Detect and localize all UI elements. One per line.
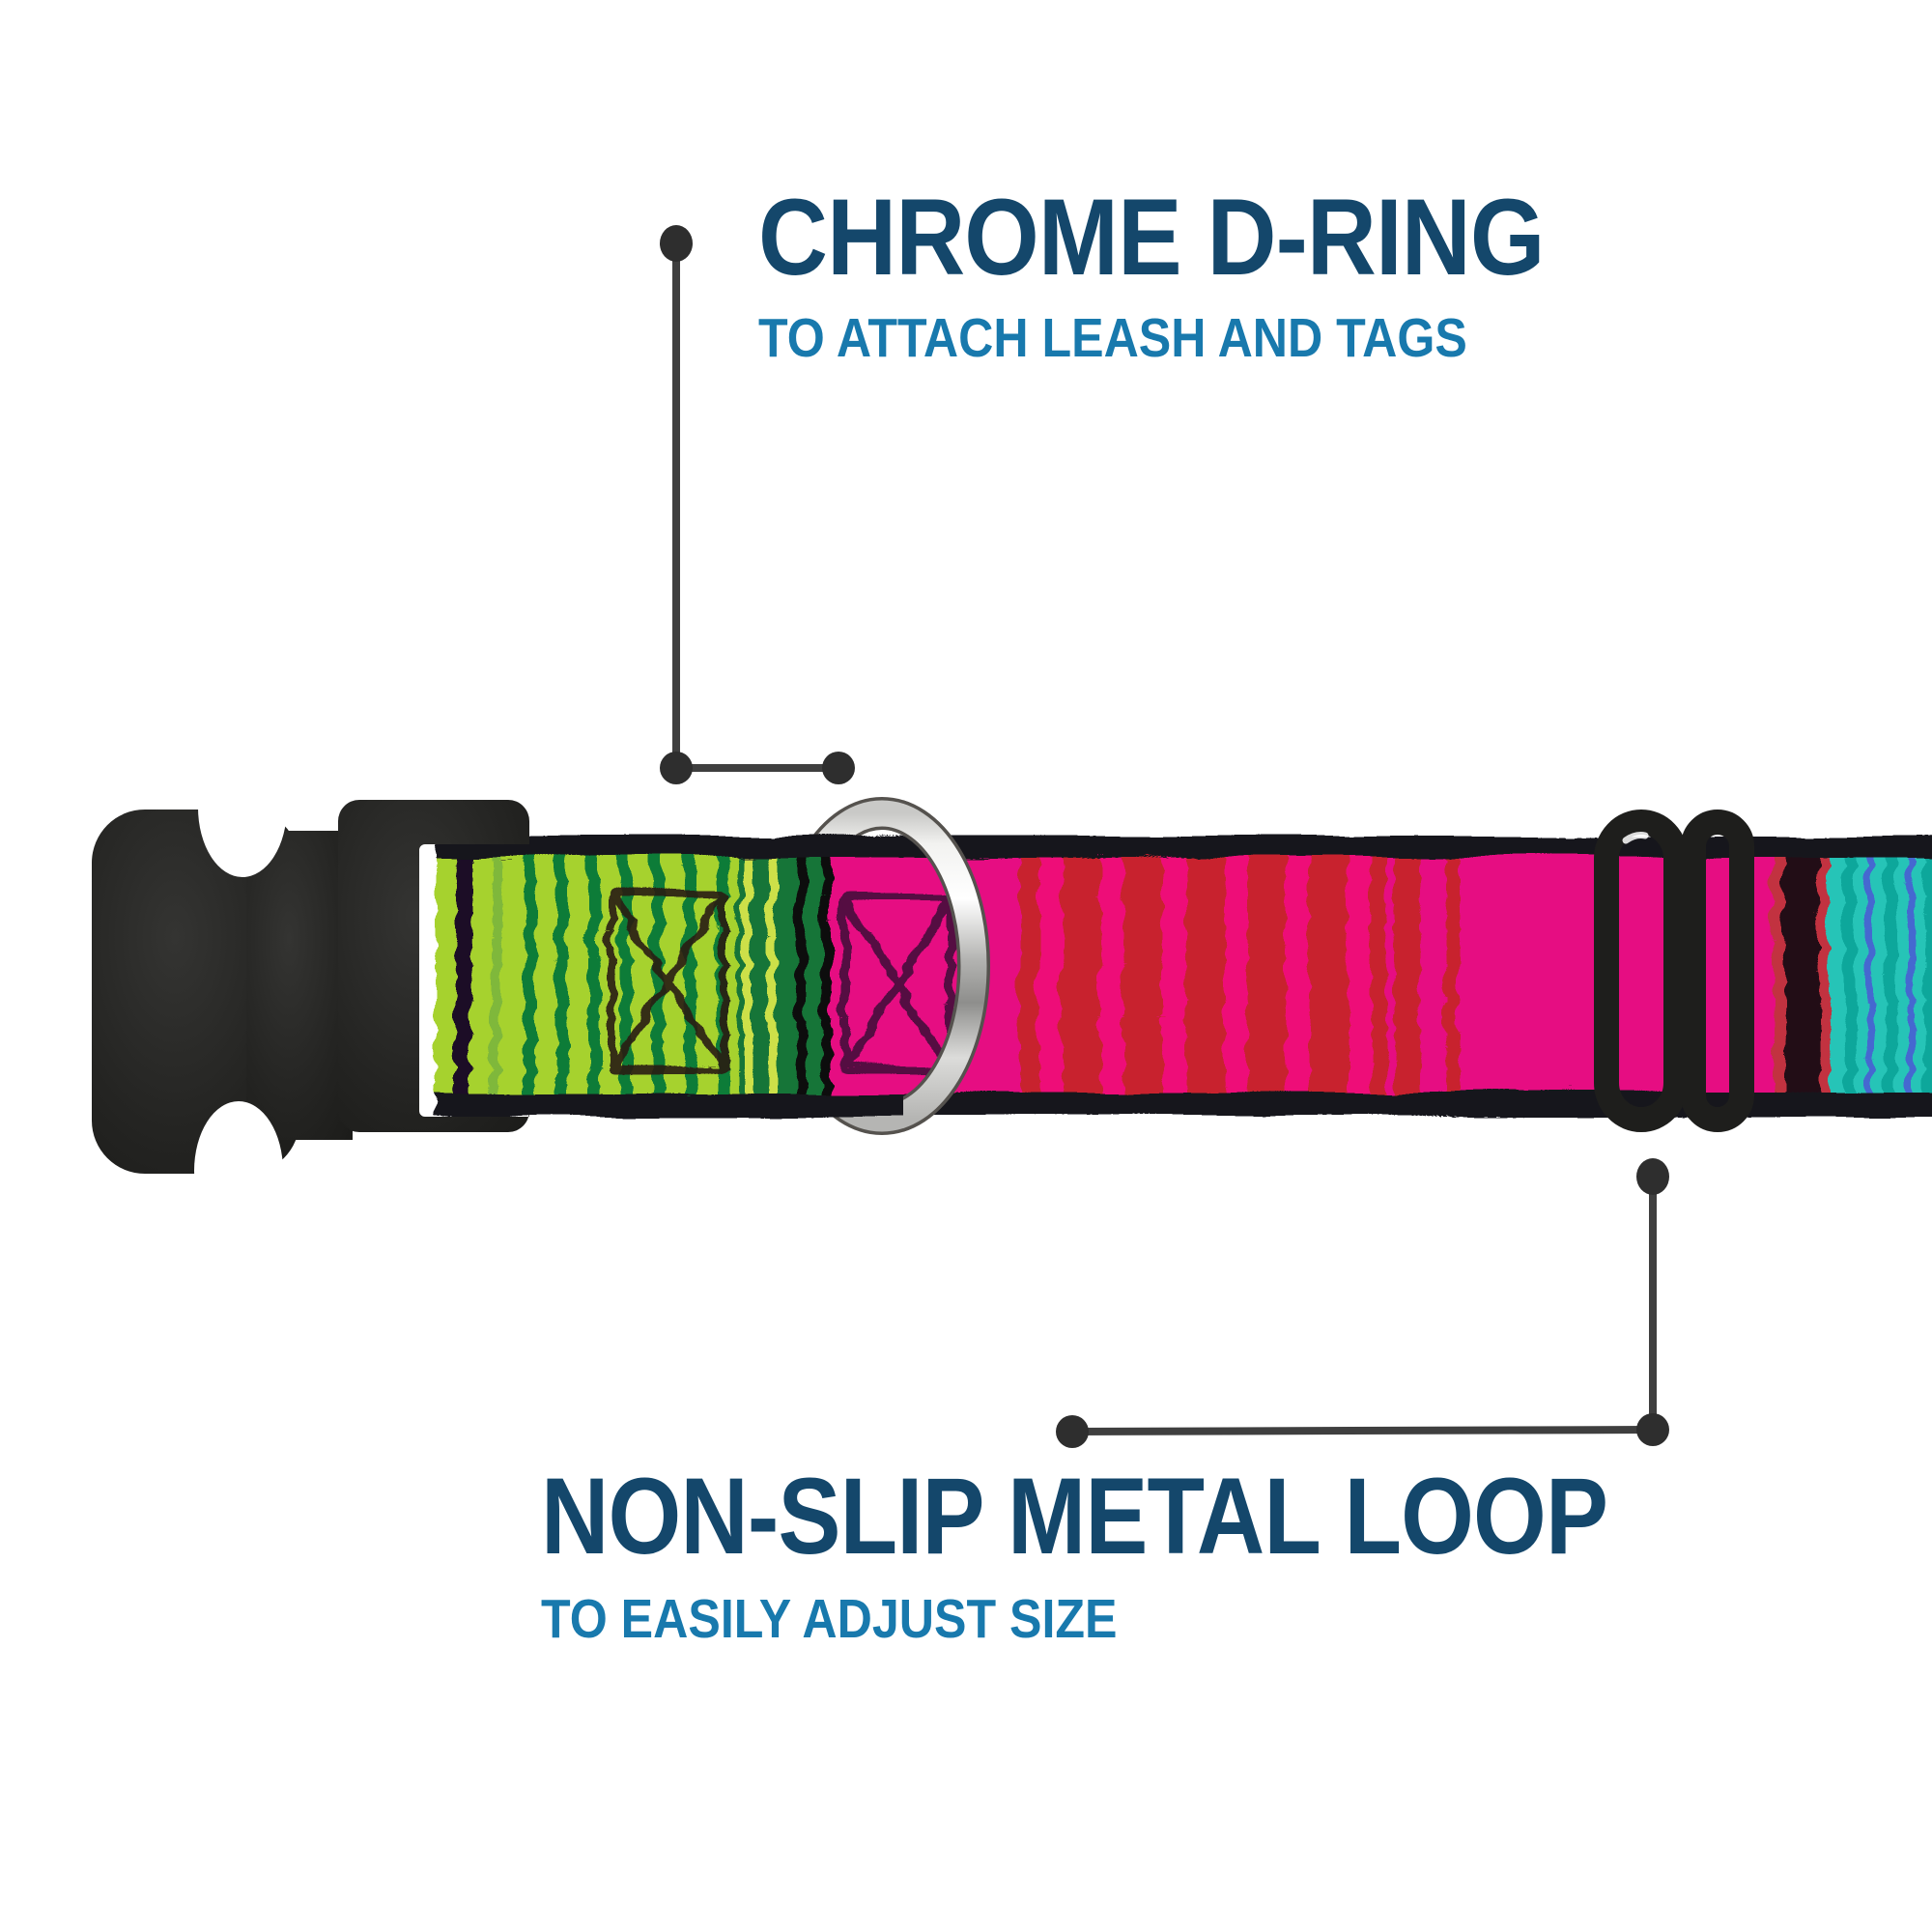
pointer-dot <box>822 752 855 784</box>
d-ring-front <box>903 800 990 1132</box>
pointer-dot <box>1636 1413 1669 1446</box>
slider-glint <box>1622 832 1649 844</box>
pointer-dot <box>660 752 693 784</box>
tri-glide-slider <box>1594 810 1754 1132</box>
callout-pointer-metal-loop <box>1056 1158 1669 1448</box>
pointer-dot <box>1636 1158 1669 1195</box>
metal-loop-callout-title: NON-SLIP METAL LOOP <box>541 1456 1608 1577</box>
d-ring-callout-title: CHROME D-RING <box>758 177 1545 298</box>
pointer-dot <box>660 225 693 262</box>
callout-pointer-d-ring <box>660 225 855 784</box>
metal-loop-callout-subtitle: TO EASILY ADJUST SIZE <box>541 1588 1118 1650</box>
buckle-bottom-notch <box>194 1101 283 1240</box>
webbing-pattern <box>433 854 1932 1090</box>
d-ring-callout-subtitle: TO ATTACH LEASH AND TAGS <box>758 307 1467 369</box>
pointer-dot <box>1056 1415 1089 1448</box>
stitch-box-green <box>605 887 724 1070</box>
side-release-buckle <box>92 738 529 1240</box>
buckle-strap-housing <box>338 800 529 1132</box>
buckle-top-notch <box>198 738 287 877</box>
webbing-strap <box>433 833 1932 1113</box>
stitch-box-pink <box>838 890 952 1073</box>
